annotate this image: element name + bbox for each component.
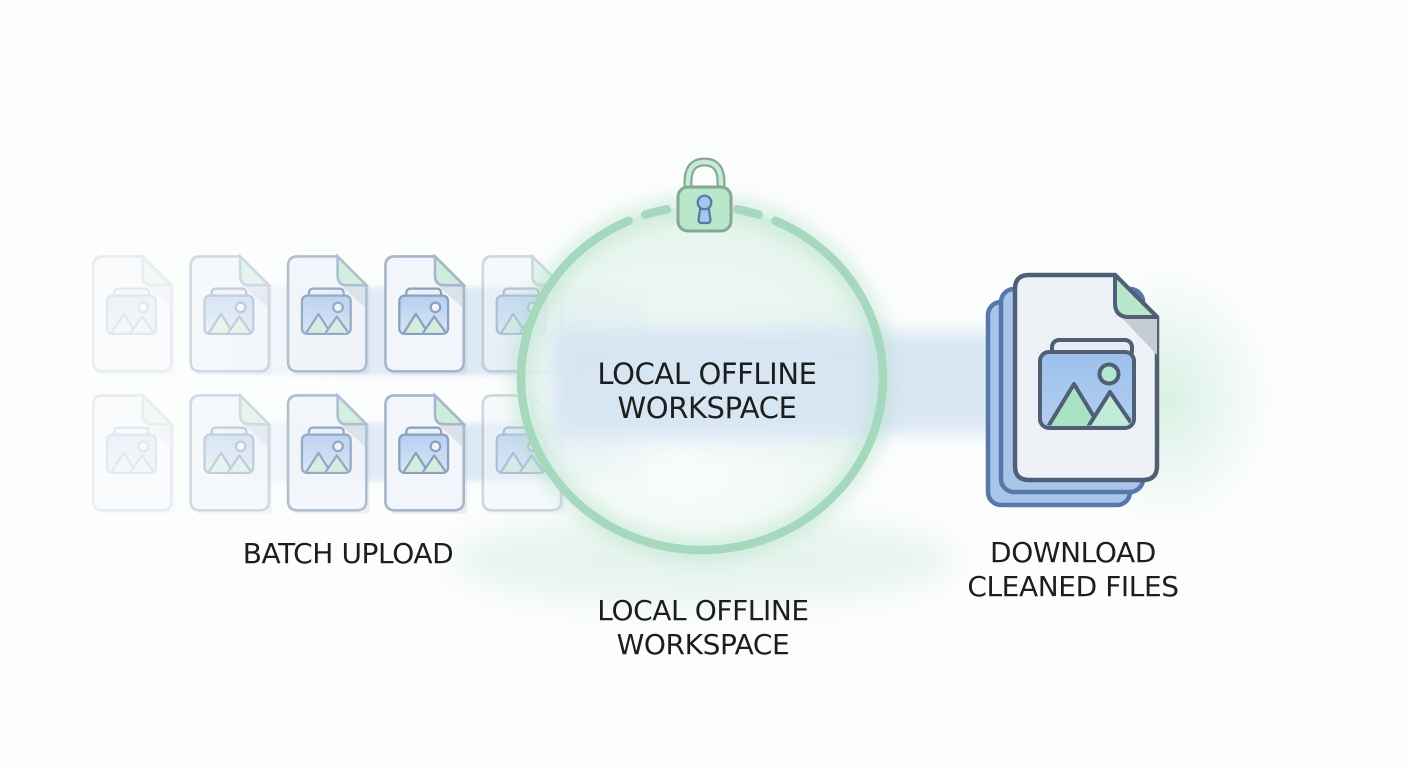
circle-ring	[516, 201, 888, 555]
workspace-label: LOCAL OFFLINE WORKSPACE	[597, 357, 817, 425]
mountain-left	[1044, 382, 1104, 426]
flow-band-center	[545, 318, 1011, 448]
batch-upload-text: BATCH UPLOAD	[242, 537, 454, 570]
padlock-icon	[676, 157, 733, 233]
download-label: DOWNLOAD CLEANED FILES	[967, 536, 1179, 604]
download-label-line1: DOWNLOAD	[990, 536, 1156, 569]
workspace-label-line2: WORKSPACE	[617, 391, 797, 425]
workspace-label-line1: LOCAL OFFLINE	[597, 357, 817, 391]
sun-icon	[1097, 362, 1121, 386]
workspace-caption-line1: LOCAL OFFLINE	[597, 594, 809, 627]
workspace-circle	[509, 194, 1011, 562]
keyhole-circle	[696, 194, 713, 211]
mountain-right	[1084, 390, 1132, 426]
keyhole-stem	[697, 204, 712, 225]
batch-upload-label: BATCH UPLOAD	[243, 539, 454, 569]
workspace-caption: LOCAL OFFLINE WORKSPACE	[597, 594, 809, 662]
download-label-line2: CLEANED FILES	[967, 570, 1179, 603]
fold-corner	[1113, 273, 1159, 319]
fold-shadow	[1121, 317, 1157, 355]
workspace-caption-line2: WORKSPACE	[616, 628, 790, 661]
download-stack-icon	[985, 272, 1160, 508]
